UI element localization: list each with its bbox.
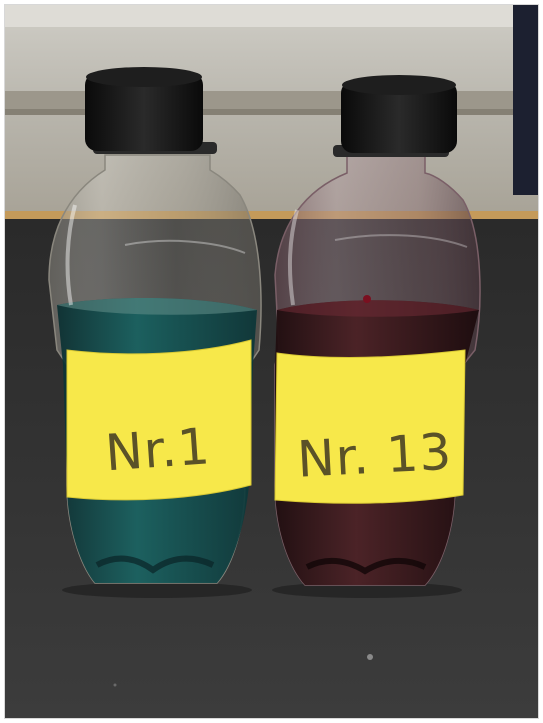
cap-top (342, 75, 456, 95)
bottle-base (305, 557, 427, 575)
bottle-nr-13: Nr. 13 (272, 75, 481, 598)
glass-highlight (334, 234, 468, 248)
dark-object-right (513, 5, 538, 195)
glass-highlight (65, 204, 77, 306)
paper-label (66, 339, 252, 501)
wall-shelf-top (5, 5, 538, 27)
table-speck (367, 654, 373, 660)
liquid-surface (57, 298, 257, 315)
table-edge (5, 211, 538, 221)
liquid-surface (277, 300, 479, 317)
liquid-droplet (363, 295, 371, 303)
glass-highlight (287, 209, 299, 306)
cap-top (86, 67, 202, 87)
photo: Nr.1 Nr. 13 (4, 4, 539, 719)
bottle-base (95, 555, 215, 574)
paper-label (274, 349, 466, 504)
bottle-cap (85, 73, 203, 151)
bottle-shadow (272, 582, 462, 598)
bottle-nr-1: Nr.1 (48, 67, 262, 598)
bottle-label-text: Nr. 13 (296, 423, 454, 489)
wall-rail-shadow (5, 109, 538, 115)
bottle-label-text: Nr.1 (103, 417, 212, 482)
bottle-shadow (62, 582, 252, 598)
glass-highlight (124, 239, 246, 254)
bottle-cap (341, 81, 457, 153)
table-speck (113, 683, 117, 687)
